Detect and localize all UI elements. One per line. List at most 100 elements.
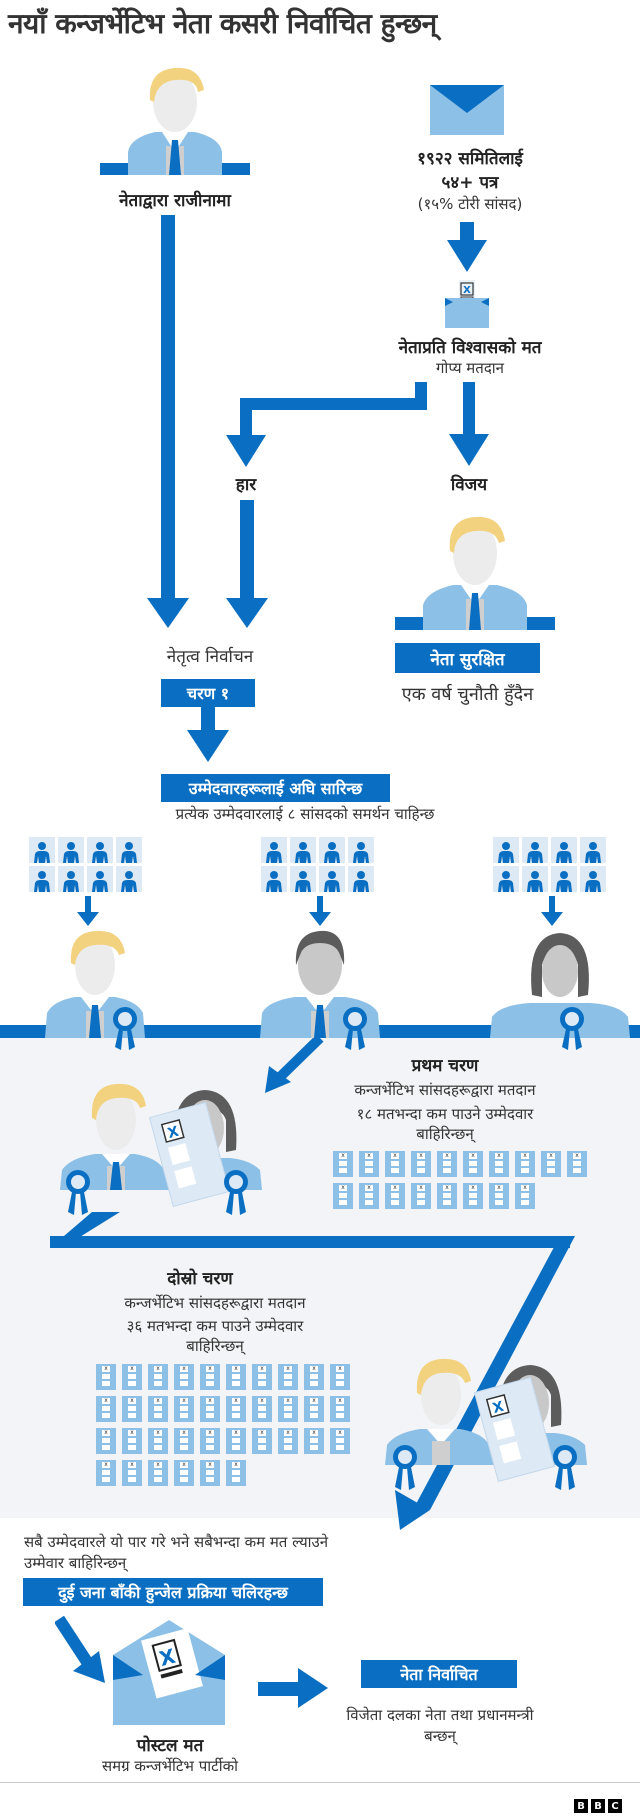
candidate-3-figure — [490, 933, 630, 1050]
ballot-icon — [148, 1428, 168, 1454]
ballot-icon — [148, 1460, 168, 1486]
ballot-icon — [252, 1428, 272, 1454]
round-1-ballots — [333, 1151, 587, 1215]
ballot-icon — [567, 1151, 587, 1177]
mp-supporter-icon — [29, 866, 55, 892]
arrow-shaft-resign — [161, 215, 175, 600]
svg-text:X: X — [166, 1124, 181, 1142]
candidate-2-figure — [260, 930, 380, 1050]
ballot-icon — [96, 1364, 116, 1390]
ballot-icon — [385, 1183, 405, 1209]
letters-line1: १९२२ समितिलाई — [417, 149, 523, 169]
ballot-icon — [174, 1460, 194, 1486]
svg-text:X: X — [463, 285, 471, 296]
ballot-icon — [330, 1364, 350, 1390]
arrow-shaft-lose — [240, 500, 254, 600]
ballot-icon — [489, 1183, 509, 1209]
ballot-icon — [226, 1396, 246, 1422]
ballot-icon — [489, 1151, 509, 1177]
svg-text:X: X — [491, 1399, 506, 1417]
mp-supporter-icon — [29, 837, 55, 863]
arrow-down-icon — [226, 435, 266, 467]
round-1-note: १८ मतभन्दा कम पाउने उम्मेदवार बाहिरिन्छन… — [356, 1105, 534, 1143]
round-2-subtitle: कन्जर्भेटिभ सांसदहरूद्वारा मतदान — [124, 1294, 306, 1312]
ballot-icon — [226, 1428, 246, 1454]
ballot-icon — [278, 1364, 298, 1390]
arrow-down-icon — [226, 598, 268, 628]
arrow-diagonal-icon — [265, 1038, 324, 1093]
mp-supporter-icon — [58, 837, 84, 863]
mp-supporter-icon — [493, 866, 519, 892]
leader-safe-badge: नेता सुरक्षित — [395, 643, 540, 673]
round-2-title: दोस्रो चरण — [167, 1269, 233, 1289]
confidence-vote-subtitle: गोप्य मतदान — [435, 359, 504, 377]
ballot-icon — [122, 1428, 142, 1454]
mp-supporter-icon — [87, 866, 113, 892]
arrow-down-icon — [541, 896, 563, 926]
page-title: नयाँ कन्जर्भेटिभ नेता कसरी निर्वाचित हुन… — [8, 7, 437, 40]
ballot-icon — [200, 1396, 220, 1422]
ballot-icon — [200, 1364, 220, 1390]
elimination-note: सबै उम्मेदवारले यो पार गरे भने सबैभन्दा … — [24, 1533, 329, 1572]
mp-supporter-icon — [261, 837, 287, 863]
arrow-branch-lose-shaft — [240, 398, 252, 438]
ballot-icon — [174, 1364, 194, 1390]
nominations-note: प्रत्येक उम्मेदवारलाई ८ सांसदको समर्थन च… — [175, 805, 435, 823]
ballot-icon — [200, 1428, 220, 1454]
ballot-icon — [330, 1396, 350, 1422]
leader-safe-note: एक वर्ष चुनौती हुँदैन — [401, 684, 534, 705]
ballot-icon — [148, 1364, 168, 1390]
mp-supporter-icon — [116, 837, 142, 863]
ballot-icon — [122, 1364, 142, 1390]
ballot-icon — [278, 1396, 298, 1422]
ballot-icon — [304, 1364, 324, 1390]
round-1-pair-figure: X — [60, 1083, 262, 1215]
stage-1-badge: चरण १ — [161, 679, 255, 707]
round-2-note: ३६ मतभन्दा कम पाउने उम्मेदवार बाहिरिन्छन… — [126, 1317, 304, 1355]
envelope-icon — [430, 85, 504, 135]
arrow-down-icon — [309, 896, 331, 926]
mp-supporter-icon — [493, 837, 519, 863]
leader-figure-safe — [395, 516, 555, 630]
ballot-icon — [122, 1396, 142, 1422]
mp-supporter-icon — [551, 866, 577, 892]
arrow-shaft-stage1 — [201, 707, 215, 733]
ballot-icon — [96, 1428, 116, 1454]
round-1-subtitle: कन्जर्भेटिभ सांसदहरूद्वारा मतदान — [354, 1081, 536, 1099]
ballot-icon — [200, 1460, 220, 1486]
round-2-pair-figure: X — [385, 1358, 587, 1490]
elimination-badge: दुई जना बाँकी हुन्जेल प्रक्रिया चलिरहन्छ — [23, 1578, 323, 1606]
secret-ballot-icon: X — [445, 280, 489, 328]
ballot-icon — [278, 1428, 298, 1454]
postal-vote-title: पोस्टल मत — [136, 1736, 204, 1756]
mp-supporter-icon — [580, 837, 606, 863]
bbc-letter-b2: B — [591, 1799, 605, 1813]
arrow-down-icon — [447, 240, 487, 272]
postal-vote-subtitle: समग्र कन्जर्भेटिभ पार्टीको — [101, 1757, 239, 1775]
ballot-icon — [359, 1183, 379, 1209]
ballot-icon — [333, 1151, 353, 1177]
outcome-lose: हार — [235, 475, 257, 495]
nominations-badge: उम्मेदवारहरूलाई अघि सारिन्छ — [161, 774, 390, 802]
leadership-election-label: नेतृत्व निर्वाचन — [166, 647, 254, 667]
mp-supporter-icon — [319, 866, 345, 892]
mp-supporter-icon — [319, 837, 345, 863]
mp-supporter-icon — [290, 837, 316, 863]
mp-supporter-icon — [116, 866, 142, 892]
mp-supporters-grid-1 — [29, 837, 142, 892]
ballot-icon — [541, 1151, 561, 1177]
svg-text:X: X — [157, 1644, 179, 1671]
ballot-icon — [122, 1460, 142, 1486]
ballot-icon — [96, 1396, 116, 1422]
outcome-win: विजय — [450, 475, 488, 495]
ballot-icon — [333, 1183, 353, 1209]
ballot-icon — [385, 1151, 405, 1177]
ballot-icon — [226, 1460, 246, 1486]
round-2-ballots — [96, 1364, 350, 1492]
arrow-right-icon — [258, 1668, 328, 1708]
ballot-icon — [330, 1428, 350, 1454]
mp-supporter-icon — [522, 866, 548, 892]
mp-supporter-icon — [58, 866, 84, 892]
candidate-1-figure — [45, 930, 145, 1050]
mp-supporter-icon — [290, 866, 316, 892]
